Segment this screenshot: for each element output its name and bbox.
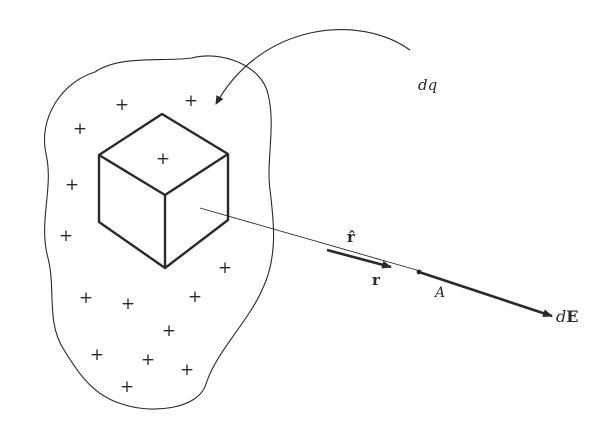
plus-sign: +: [59, 226, 73, 246]
plus-sign: +: [79, 288, 93, 308]
plus-sign: +: [73, 119, 87, 139]
dq-pointer-arrow: [215, 29, 411, 105]
position-line: [199, 207, 421, 272]
plus-sign: +: [90, 345, 104, 365]
plus-signs: + + + + + + + + + + + + + + +: [59, 91, 232, 397]
distance-label: r: [372, 271, 381, 289]
plus-sign: +: [65, 175, 79, 195]
cube-front-edges: [97, 154, 230, 270]
unit-vector-label: r̂: [347, 228, 356, 246]
plus-sign: +: [120, 377, 134, 397]
field-vector-label: dE: [556, 307, 578, 326]
volume-element-cube: [97, 112, 230, 270]
plus-sign: +: [180, 360, 194, 380]
plus-sign: +: [184, 91, 198, 111]
point-a-label: A: [433, 285, 445, 301]
charge-element-label: dq: [418, 76, 437, 94]
field-prefix: d: [556, 307, 566, 326]
plus-sign: +: [121, 294, 135, 314]
plus-sign: +: [188, 287, 202, 307]
field-symbol: E: [566, 307, 578, 326]
plus-sign: +: [162, 321, 176, 341]
charge-region-outline: [44, 55, 275, 410]
plus-sign: +: [141, 350, 155, 370]
field-vector-arrow: [418, 270, 553, 318]
plus-sign: +: [156, 149, 170, 169]
plus-sign: +: [115, 95, 129, 115]
unit-vector-arrow: [326, 248, 392, 269]
plus-sign: +: [218, 258, 232, 278]
